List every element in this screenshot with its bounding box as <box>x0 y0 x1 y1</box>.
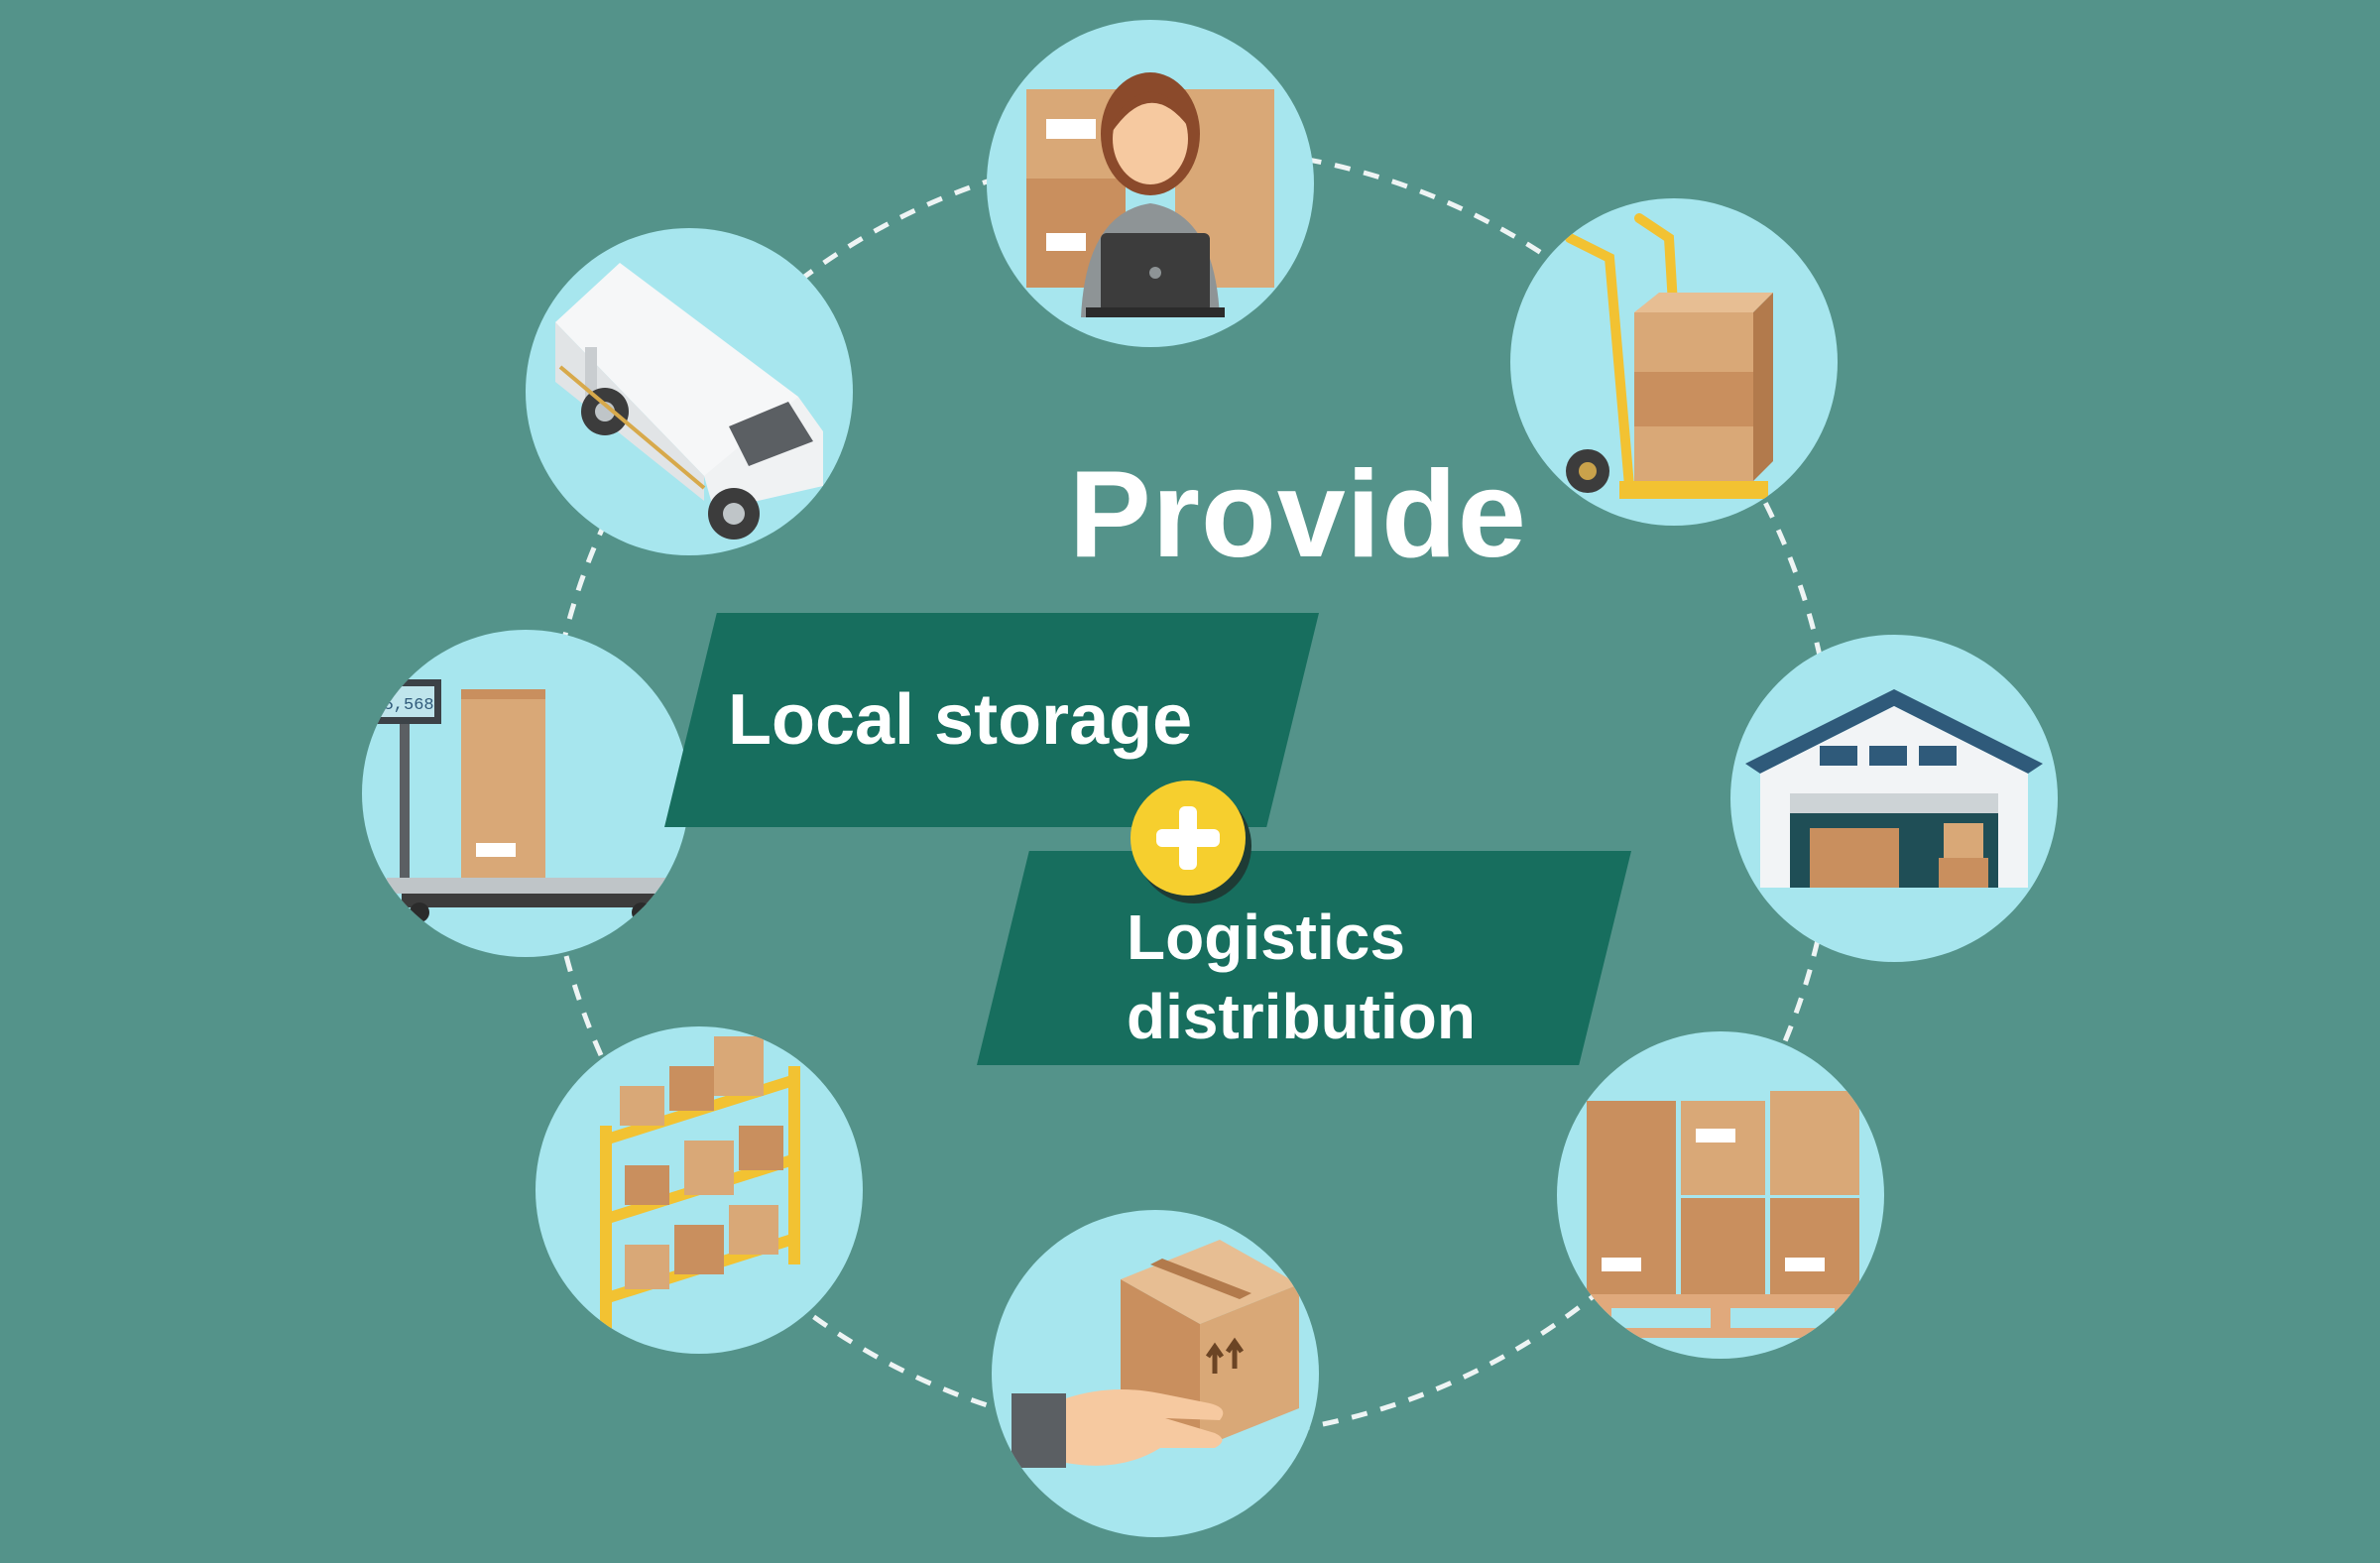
logistics-distribution-banner <box>977 851 1631 1065</box>
delivery-van-icon <box>526 228 853 555</box>
logistics-label-line1: Logistics <box>1127 902 1405 973</box>
weighing-scale-icon: 25,568 <box>362 630 689 957</box>
local-storage-label: Local storage <box>728 680 1193 760</box>
package-handover-icon <box>992 1210 1319 1537</box>
hand-truck-icon <box>1510 198 1838 526</box>
logistics-label-line2: distribution <box>1127 981 1476 1052</box>
logistics-distribution-label: Logistics distribution <box>1127 898 1622 1056</box>
palletized-boxes-icon <box>1557 1031 1884 1359</box>
headline: Provide <box>1069 446 1527 583</box>
plus-icon <box>1130 781 1246 896</box>
customer-service-agent-icon <box>987 20 1314 347</box>
shelving-rack-icon <box>536 1026 863 1354</box>
scale-readout: 25,568 <box>373 696 433 715</box>
warehouse-icon <box>1730 635 2058 962</box>
